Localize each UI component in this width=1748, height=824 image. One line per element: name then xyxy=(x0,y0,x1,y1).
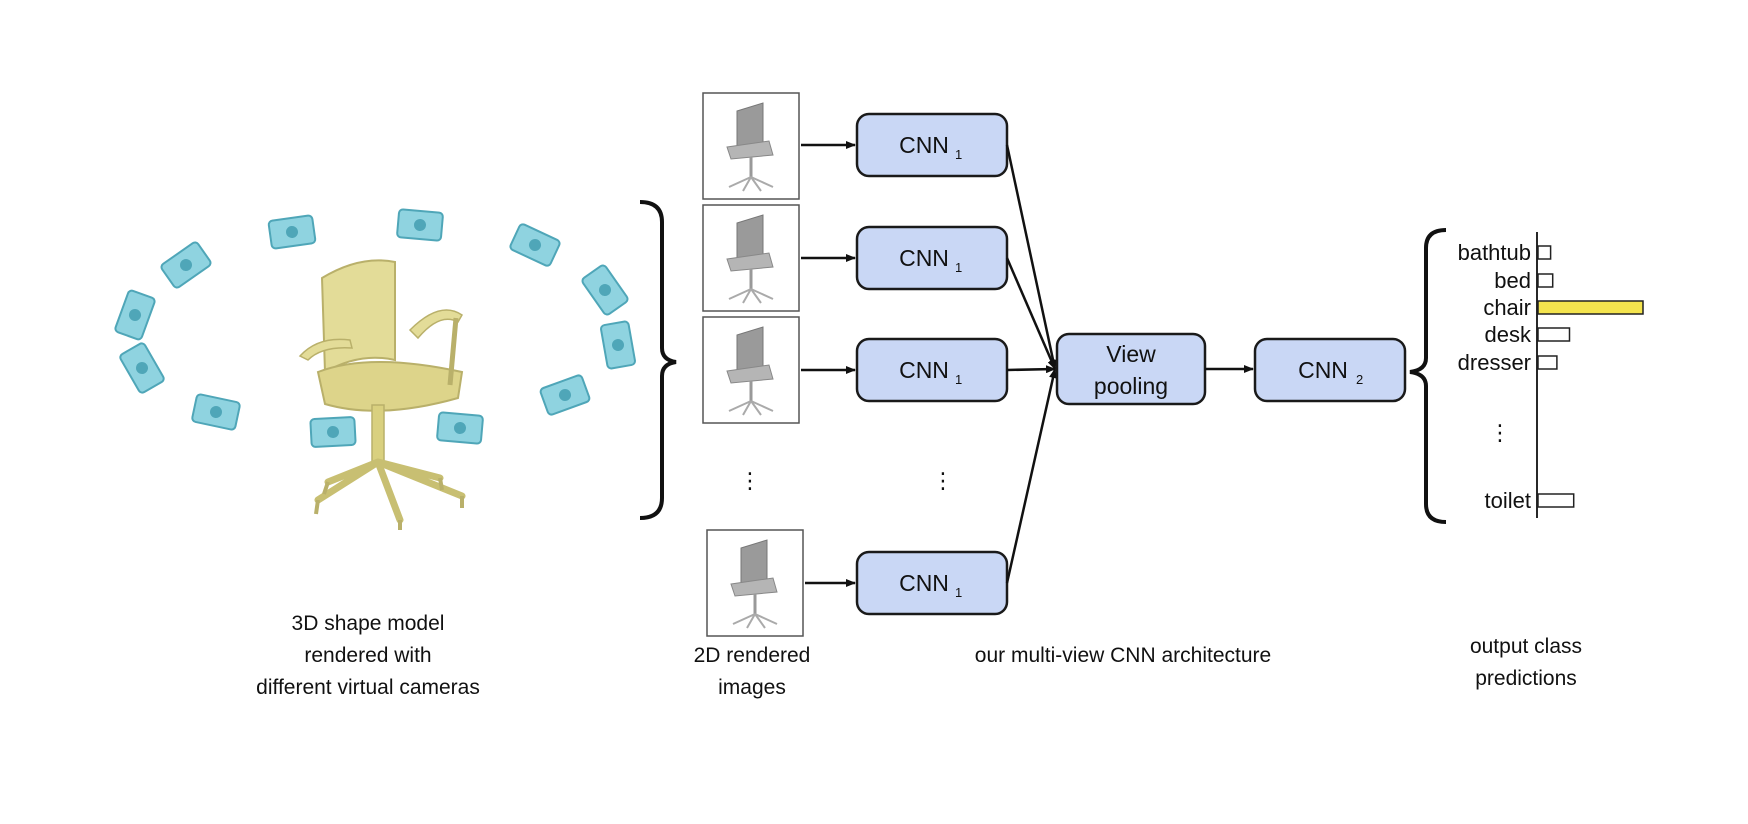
caption-architecture: our multi-view CNN architecture xyxy=(975,644,1271,667)
cnn1-subscript: 1 xyxy=(955,372,962,387)
cnn1-subscript: 1 xyxy=(955,147,962,162)
cnn1-box: CNN 1 xyxy=(855,337,1009,403)
arrow-cnn1-to-pooling xyxy=(1005,368,1057,584)
cnn1-subscript: 1 xyxy=(955,260,962,275)
classes-ellipsis: ⋮ xyxy=(1489,420,1511,445)
cnn1-label: CNN xyxy=(899,132,949,158)
camera-icon xyxy=(191,393,241,431)
cnn1-label: CNN xyxy=(899,570,949,596)
class-label: toilet xyxy=(1485,488,1531,513)
camera-ring xyxy=(114,208,636,448)
class-label: dresser xyxy=(1458,350,1531,375)
rendered-chair-view-icon xyxy=(706,529,804,637)
camera-icon xyxy=(509,223,561,267)
class-score-bar xyxy=(1537,300,1644,315)
cnn2-subscript: 2 xyxy=(1356,372,1363,387)
caption-shape-model-line2: rendered with xyxy=(304,644,431,667)
input-bracket xyxy=(639,200,677,520)
class-score-bar xyxy=(1537,493,1575,508)
class-score-bar xyxy=(1537,273,1554,288)
class-label: bathtub xyxy=(1458,240,1531,265)
rendered-chair-view-icon xyxy=(702,204,800,312)
view-pooling-label-line1: View xyxy=(1106,341,1156,367)
cnn1-box: CNN 1 xyxy=(855,550,1009,616)
view-pooling-label-line2: pooling xyxy=(1094,373,1168,399)
caption-rendered-line2: images xyxy=(718,676,786,699)
camera-icon xyxy=(581,264,629,316)
camera-icon xyxy=(396,208,444,242)
camera-icon xyxy=(600,320,636,370)
cnn1-subscript: 1 xyxy=(955,585,962,600)
caption-shape-model-line1: 3D shape model xyxy=(292,612,445,635)
arrow-cnn1-to-pooling xyxy=(1005,144,1058,370)
cnn1-box: CNN 1 xyxy=(855,225,1009,291)
arrow-cnn1-to-pooling xyxy=(1005,257,1057,370)
camera-icon xyxy=(114,289,156,341)
camera-icon xyxy=(539,374,591,416)
camera-icon xyxy=(436,411,484,445)
rendered-images-column xyxy=(702,92,804,637)
camera-icon xyxy=(160,241,212,289)
arrow-cnn1-to-pooling xyxy=(1006,365,1056,374)
camera-icon xyxy=(119,342,165,394)
cnn2-box: CNN 2 xyxy=(1253,337,1407,403)
camera-icon xyxy=(267,214,317,250)
cnn1-box: CNN 1 xyxy=(855,112,1009,178)
caption-shape-model-line3: different virtual cameras xyxy=(256,676,480,699)
caption-rendered-line1: 2D rendered xyxy=(694,644,811,667)
cnn2-label: CNN xyxy=(1298,357,1348,383)
class-label: chair xyxy=(1483,295,1531,320)
cnn1-label: CNN xyxy=(899,245,949,271)
caption-output-line2: predictions xyxy=(1475,667,1577,690)
rendered-chair-view-icon xyxy=(702,316,800,424)
rendered-chair-view-icon xyxy=(702,92,800,200)
cnn-ellipsis: ⋮ xyxy=(932,468,954,493)
caption-output-line1: output class xyxy=(1470,635,1582,658)
class-label: desk xyxy=(1485,322,1532,347)
camera-icon xyxy=(309,416,357,448)
class-score-bar xyxy=(1537,355,1558,370)
class-score-bar xyxy=(1537,245,1552,260)
cnn1-label: CNN xyxy=(899,357,949,383)
chair-model-icon xyxy=(298,259,466,530)
images-ellipsis: ⋮ xyxy=(739,468,761,493)
view-pooling-box: View pooling xyxy=(1055,332,1207,406)
class-label: bed xyxy=(1494,268,1531,293)
class-score-bar xyxy=(1537,327,1571,342)
output-bracket xyxy=(1409,228,1447,524)
